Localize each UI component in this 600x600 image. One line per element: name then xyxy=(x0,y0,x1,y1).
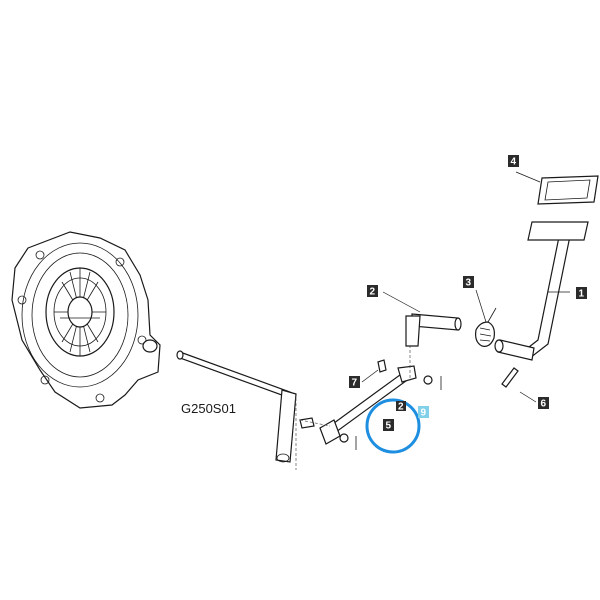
svg-text:6: 6 xyxy=(541,399,547,410)
figure-code: G250S01 xyxy=(181,401,236,416)
svg-text:5: 5 xyxy=(386,421,392,432)
clutch-pedal-arm xyxy=(494,221,589,361)
pivot-pin xyxy=(501,367,519,388)
svg-text:2: 2 xyxy=(370,287,376,298)
callout-5[interactable]: 5 xyxy=(383,419,394,432)
callout-9[interactable]: 9 xyxy=(418,406,429,419)
svg-text:7: 7 xyxy=(352,378,358,389)
svg-text:1: 1 xyxy=(579,289,585,300)
pedal-pad xyxy=(537,175,599,205)
callout-2[interactable]: 2 xyxy=(367,285,378,298)
svg-text:4: 4 xyxy=(511,157,517,168)
callout-3[interactable]: 3 xyxy=(463,276,474,289)
linkage-rod xyxy=(295,340,442,470)
callout-7[interactable]: 7 xyxy=(349,376,360,389)
svg-text:3: 3 xyxy=(466,278,472,289)
svg-text:9: 9 xyxy=(421,408,427,419)
callout-6[interactable]: 6 xyxy=(538,397,549,410)
callout-4[interactable]: 4 xyxy=(508,155,519,168)
callout-2-linkage[interactable]: 2 xyxy=(396,401,406,413)
clutch-housing xyxy=(11,231,161,409)
callout-1[interactable]: 1 xyxy=(576,287,587,300)
highlight-ring xyxy=(365,398,421,454)
bolt xyxy=(377,359,387,373)
leader-lines xyxy=(361,171,570,403)
cross-shaft xyxy=(176,350,315,463)
svg-text:2: 2 xyxy=(398,402,404,413)
clutch-lever-shaft xyxy=(405,313,462,347)
return-spring xyxy=(475,307,497,347)
